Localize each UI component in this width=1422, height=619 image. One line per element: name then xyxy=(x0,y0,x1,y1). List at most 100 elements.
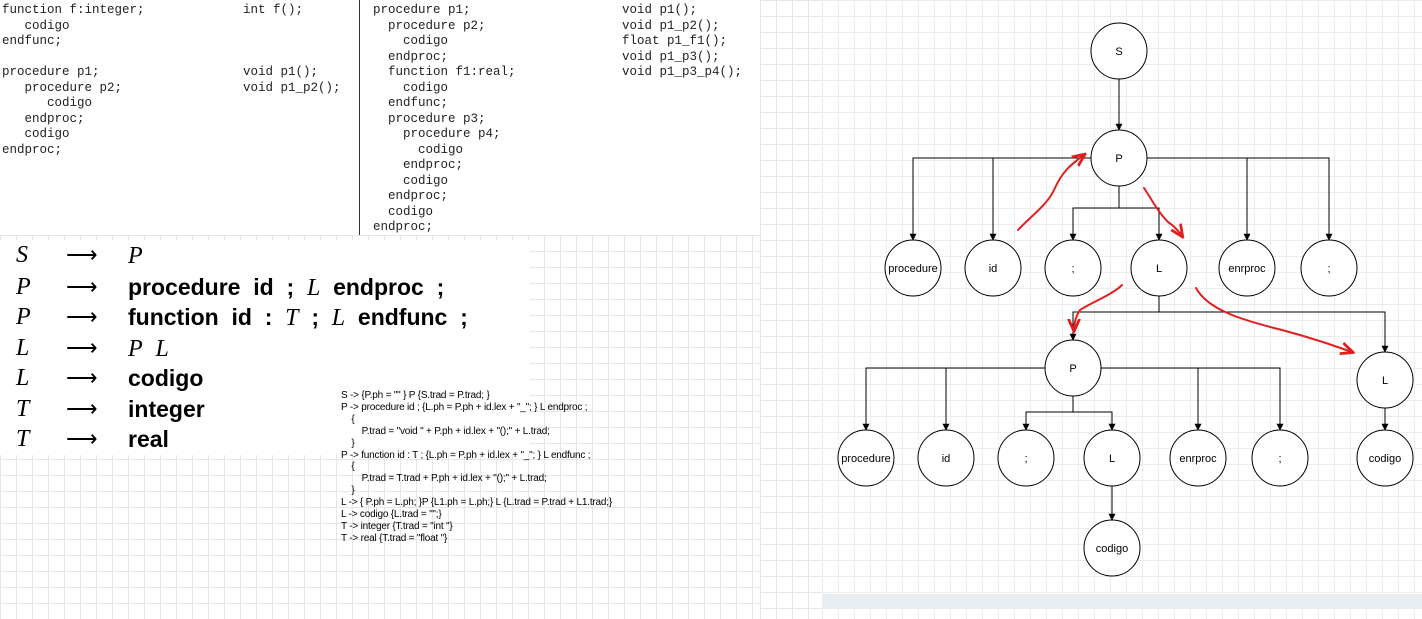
tree-node-circle xyxy=(917,429,975,487)
tree-node-end1: enrproc xyxy=(1218,239,1276,297)
tree-edge xyxy=(1147,157,1251,241)
tree-node-label: P xyxy=(1069,363,1076,375)
semantic-rules: S -> {P.ph = "" } P {S.trad = P.trad; } … xyxy=(341,390,612,544)
canvas-grid-middle xyxy=(760,0,822,619)
tree-node-circle xyxy=(1251,429,1309,487)
tree-node-circle xyxy=(1356,429,1414,487)
nonterminal-symbol: P xyxy=(128,336,143,362)
tree-node-l2: L xyxy=(1356,351,1414,409)
terminal-symbol: id xyxy=(253,274,274,300)
code-divider xyxy=(359,0,360,235)
tree-node-proc1: procedure xyxy=(884,239,942,297)
tree-node-circle xyxy=(1044,239,1102,297)
tree-node-circle xyxy=(1090,22,1148,80)
tree-node-circle xyxy=(1300,239,1358,297)
tree-node-label: codigo xyxy=(1369,453,1401,465)
red-annotation-arrow xyxy=(1195,287,1352,352)
tree-node-circle xyxy=(1083,429,1141,487)
production-rhs: codigo xyxy=(128,363,203,393)
source-code-example-2: procedure p1; procedure p2; codigo endpr… xyxy=(373,3,516,234)
tree-node-label: id xyxy=(989,263,998,275)
tree-node-circle xyxy=(1083,519,1141,577)
source-code-example-1: function f:integer; codigo endfunc; proc… xyxy=(2,3,145,157)
tree-node-label: L xyxy=(1382,375,1388,387)
tree-edge xyxy=(909,157,1091,241)
tree-edge xyxy=(1069,296,1160,341)
tree-node-semi4: ; xyxy=(1251,429,1309,487)
tree-node-circle xyxy=(1130,239,1188,297)
production-lhs: T xyxy=(16,396,30,422)
tree-node-circle xyxy=(1169,429,1227,487)
terminal-symbol: codigo xyxy=(128,365,204,391)
terminal-symbol: ; xyxy=(436,274,445,300)
nonterminal-symbol: T xyxy=(285,305,299,331)
tree-node-label: enrproc xyxy=(1179,453,1217,465)
tree-node-label: procedure xyxy=(888,263,938,275)
tree-node-p1: P xyxy=(1090,129,1148,187)
production-lhs: P xyxy=(16,304,31,330)
tree-node-id2: id xyxy=(917,429,975,487)
translated-code-example-2: void p1(); void p1_p2(); float p1_f1(); … xyxy=(622,3,743,79)
production-arrow: ⟶ xyxy=(66,242,98,267)
production-arrow: ⟶ xyxy=(66,304,98,329)
tree-node-label: enrproc xyxy=(1228,263,1266,275)
terminal-symbol: ; xyxy=(286,274,295,300)
production-lhs: L xyxy=(16,335,30,361)
translated-code-example-1: int f(); void p1(); void p1_p2(); xyxy=(243,3,341,95)
tree-node-end2: enrproc xyxy=(1169,429,1227,487)
tree-node-semi3: ; xyxy=(997,429,1055,487)
code-panel-left xyxy=(0,0,359,235)
tree-node-semi2: ; xyxy=(1300,239,1358,297)
tree-node-circle xyxy=(1356,351,1414,409)
production-lhs: T xyxy=(16,426,30,452)
tree-node-l1: L xyxy=(1130,239,1188,297)
tree-node-p2: P xyxy=(1044,339,1102,397)
terminal-symbol: function xyxy=(128,304,219,330)
tree-node-label: ; xyxy=(1327,263,1330,275)
production-arrow: ⟶ xyxy=(66,426,98,451)
tree-node-cod1: codigo xyxy=(1083,519,1141,577)
terminal-symbol: ; xyxy=(311,304,319,330)
production-arrow: ⟶ xyxy=(66,365,98,390)
tree-node-label: ; xyxy=(1278,453,1281,465)
red-annotation-arrow xyxy=(1017,155,1084,231)
tree-node-cod2: codigo xyxy=(1356,429,1414,487)
nonterminal-symbol: L xyxy=(155,336,169,362)
nonterminal-symbol: P xyxy=(128,243,143,269)
tree-edge xyxy=(1118,186,1163,241)
tree-node-proc2: procedure xyxy=(837,429,895,487)
tree-node-circle xyxy=(1044,339,1102,397)
tree-node-circle xyxy=(964,239,1022,297)
production-arrow: ⟶ xyxy=(66,274,98,299)
red-annotation-arrow xyxy=(1143,187,1182,236)
production-lhs: S xyxy=(16,242,28,268)
production-arrow: ⟶ xyxy=(66,335,98,360)
tree-edge xyxy=(1022,396,1074,431)
nonterminal-symbol: L xyxy=(306,275,321,301)
nonterminal-symbol: L xyxy=(331,305,346,331)
canvas-scroll-strip xyxy=(822,594,1422,608)
production-rhs: function id : T ; L endfunc ; xyxy=(128,302,468,333)
tree-edge xyxy=(1147,157,1333,241)
code-panel-right xyxy=(360,0,760,235)
tree-node-label: codigo xyxy=(1096,543,1128,555)
tree-edge xyxy=(1069,186,1120,241)
tree-node-circle xyxy=(837,429,895,487)
production-rhs: procedure id ; L endproc ; xyxy=(128,272,444,303)
tree-node-label: ; xyxy=(1071,263,1074,275)
tree-node-circle xyxy=(997,429,1055,487)
production-lhs: L xyxy=(16,365,30,391)
tree-edge xyxy=(1158,296,1389,353)
tree-node-label: procedure xyxy=(841,453,891,465)
tree-node-label: ; xyxy=(1024,453,1027,465)
tree-node-semi1: ; xyxy=(1044,239,1102,297)
tree-edge xyxy=(942,367,1045,431)
terminal-symbol: : xyxy=(264,304,273,330)
terminal-symbol: ; xyxy=(460,304,468,330)
tree-node-circle xyxy=(884,239,942,297)
tree-node-label: id xyxy=(942,453,951,465)
red-annotation-arrow xyxy=(1074,284,1123,330)
tree-edge xyxy=(1101,367,1284,431)
production-rhs: P L xyxy=(128,333,169,364)
